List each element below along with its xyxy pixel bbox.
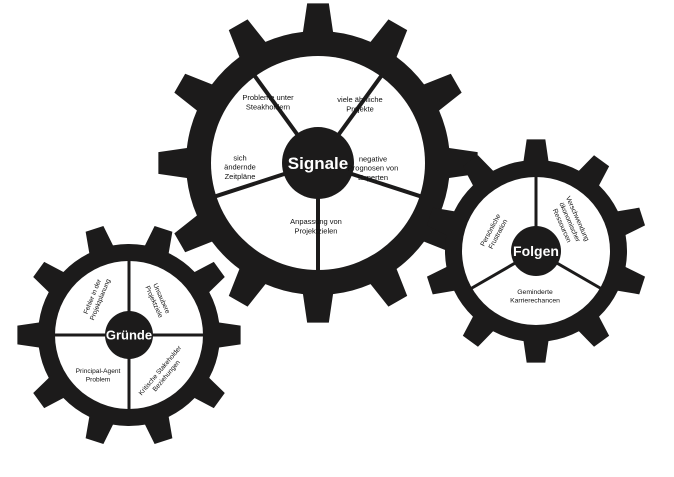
folgen-hub xyxy=(511,226,561,276)
gruende-hub-label: Gründe xyxy=(106,328,152,343)
signale-hub-label: Signale xyxy=(288,154,348,173)
folgen-hub-label: Folgen xyxy=(513,243,559,259)
gruende-hub xyxy=(105,311,153,359)
gear-folgen: FolgenVerschwendungökonomischerRessource… xyxy=(426,139,646,363)
signale-hub xyxy=(282,127,354,199)
